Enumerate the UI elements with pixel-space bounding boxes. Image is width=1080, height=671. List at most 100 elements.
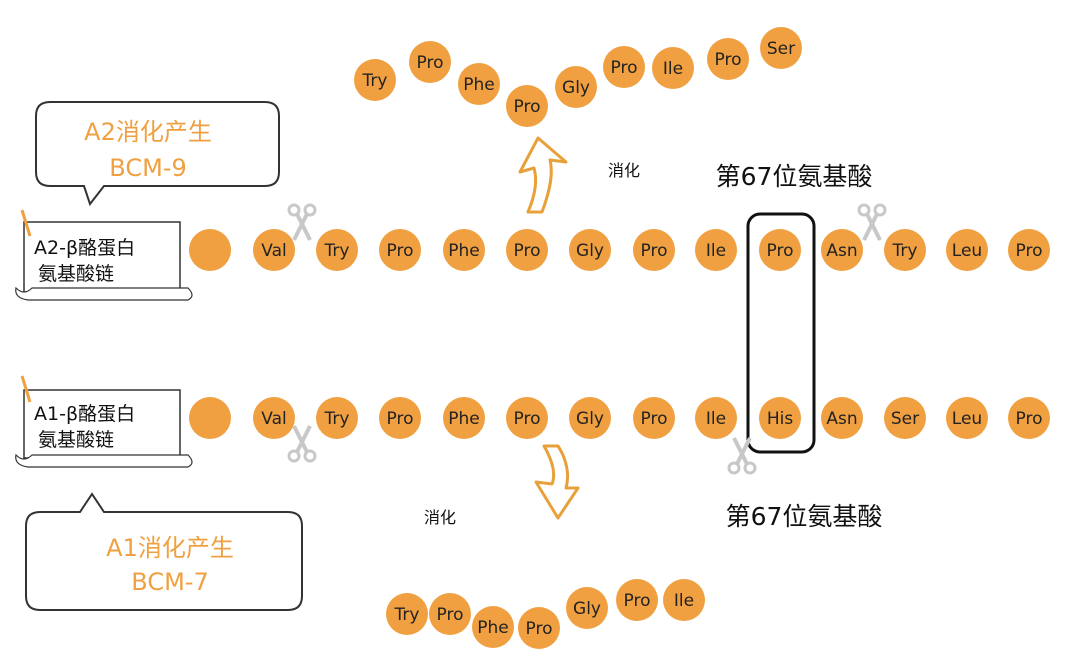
bead-circle [946,397,988,439]
scroll-a2: A2-β酪蛋白 氨基酸链 [15,209,193,301]
amino-acid-label: Ile [706,409,726,429]
amino-acid-label: His [767,409,794,429]
amino-acid-bead: Try [884,229,926,271]
amino-acid-bead: Leu [946,229,988,271]
bead-circle [354,59,396,101]
chain-a1-label-line1: A1-β酪蛋白 [34,403,135,425]
bead-circle [663,579,705,621]
amino-acid-label: Pro [624,591,651,611]
bead-circle [189,397,231,439]
bead-circle [316,229,358,271]
amino-acid-bead: Try [316,229,358,271]
digest-label-top: 消化 [608,161,640,180]
amino-acid-bead: Ile [695,229,737,271]
amino-acid-label: Pro [611,58,638,78]
scroll-a1: A1-β酪蛋白 氨基酸链 [15,375,193,468]
bead-circle [458,63,500,105]
bead-circle [695,397,737,439]
chain-a1-label-line2: 氨基酸链 [38,429,114,451]
bead-circle [695,229,737,271]
bead-circle [379,229,421,271]
amino-acid-bead: Ser [884,397,926,439]
amino-acid-label: Gly [576,241,604,261]
bead-circle [1008,397,1050,439]
amino-acid-label: Pro [437,605,464,625]
bead-circle [443,397,485,439]
bead-circle [429,593,471,635]
arrow-up-icon [518,136,568,214]
bead-circle [652,47,694,89]
bead-circle [443,229,485,271]
position-label-top: 第67位氨基酸 [716,162,873,191]
amino-acid-bead: Pro [506,229,548,271]
scissors-icon [727,437,757,475]
bead-circle [603,46,645,88]
bead-circle [316,397,358,439]
amino-acid-bead: Pro [506,397,548,439]
bead-circle [569,397,611,439]
chain-a2-label-line1: A2-β酪蛋白 [34,237,135,259]
amino-acid-label: Pro [767,241,794,261]
amino-acid-label: Pro [641,409,668,429]
bead-circle [386,593,428,635]
bead-circle [566,587,608,629]
bead-circle [409,41,451,83]
amino-acid-bead: Phe [443,397,485,439]
amino-acid-label: Pro [514,97,541,117]
amino-acid-label: Pro [526,619,553,639]
amino-acid-label: Phe [477,618,509,638]
amino-acid-label: Gly [576,409,604,429]
amino-acid-bead: Pro [633,397,675,439]
amino-acid-label: Phe [448,409,480,429]
amino-acid-bead: Gly [555,66,597,108]
bead-circle [253,229,295,271]
position-label-bottom: 第67位氨基酸 [726,502,883,531]
amino-acid-bead: Pro [707,38,749,80]
amino-acid-label: Val [261,241,286,261]
bubble-a1: A1消化产生 BCM-7 [25,492,303,611]
bead-circle [821,397,863,439]
scroll-icon [15,209,193,301]
amino-acid-bead: Gly [569,397,611,439]
amino-acid-label: Try [362,71,388,91]
amino-acid-bead: Try [354,59,396,101]
amino-acid-label: Pro [1016,409,1043,429]
amino-acid-bead: Ser [760,27,802,69]
amino-acid-bead: Ile [695,397,737,439]
amino-acid-label: Try [892,241,918,261]
amino-acid-bead: Pro [506,85,548,127]
bead-circle [759,397,801,439]
bead-circle [1008,229,1050,271]
bubble-a2-line1: A2消化产生 [84,118,212,146]
amino-acid-label: Try [394,605,420,625]
amino-acid-bead: Pro [1008,397,1050,439]
amino-acid-bead: Gly [569,229,611,271]
amino-acid-bead: Phe [458,63,500,105]
arrow-down-icon [534,444,580,520]
bubble-a2-line2: BCM-9 [109,154,186,182]
digest-label-bottom: 消化 [424,508,456,527]
bead-circle [707,38,749,80]
bead-circle [506,85,548,127]
amino-acid-bead: Phe [472,606,514,648]
amino-acid-bead: Pro [603,46,645,88]
amino-acid-bead: Pro [518,607,560,649]
bead-circle [253,397,295,439]
amino-acid-bead [189,229,231,271]
amino-acid-label: Leu [952,409,982,429]
amino-acid-bead: Pro [409,41,451,83]
scissors-icon [287,203,317,241]
amino-acid-label: Gly [573,599,601,619]
amino-acid-label: Phe [448,241,480,261]
position-67-highlight [746,212,816,454]
amino-acid-label: Asn [826,409,857,429]
bead-circle [884,397,926,439]
amino-acid-bead: Pro [1008,229,1050,271]
bubble-a1-line2: BCM-7 [131,568,208,596]
amino-acid-bead: Ile [652,47,694,89]
bead-circle [379,397,421,439]
bead-circle [518,607,560,649]
